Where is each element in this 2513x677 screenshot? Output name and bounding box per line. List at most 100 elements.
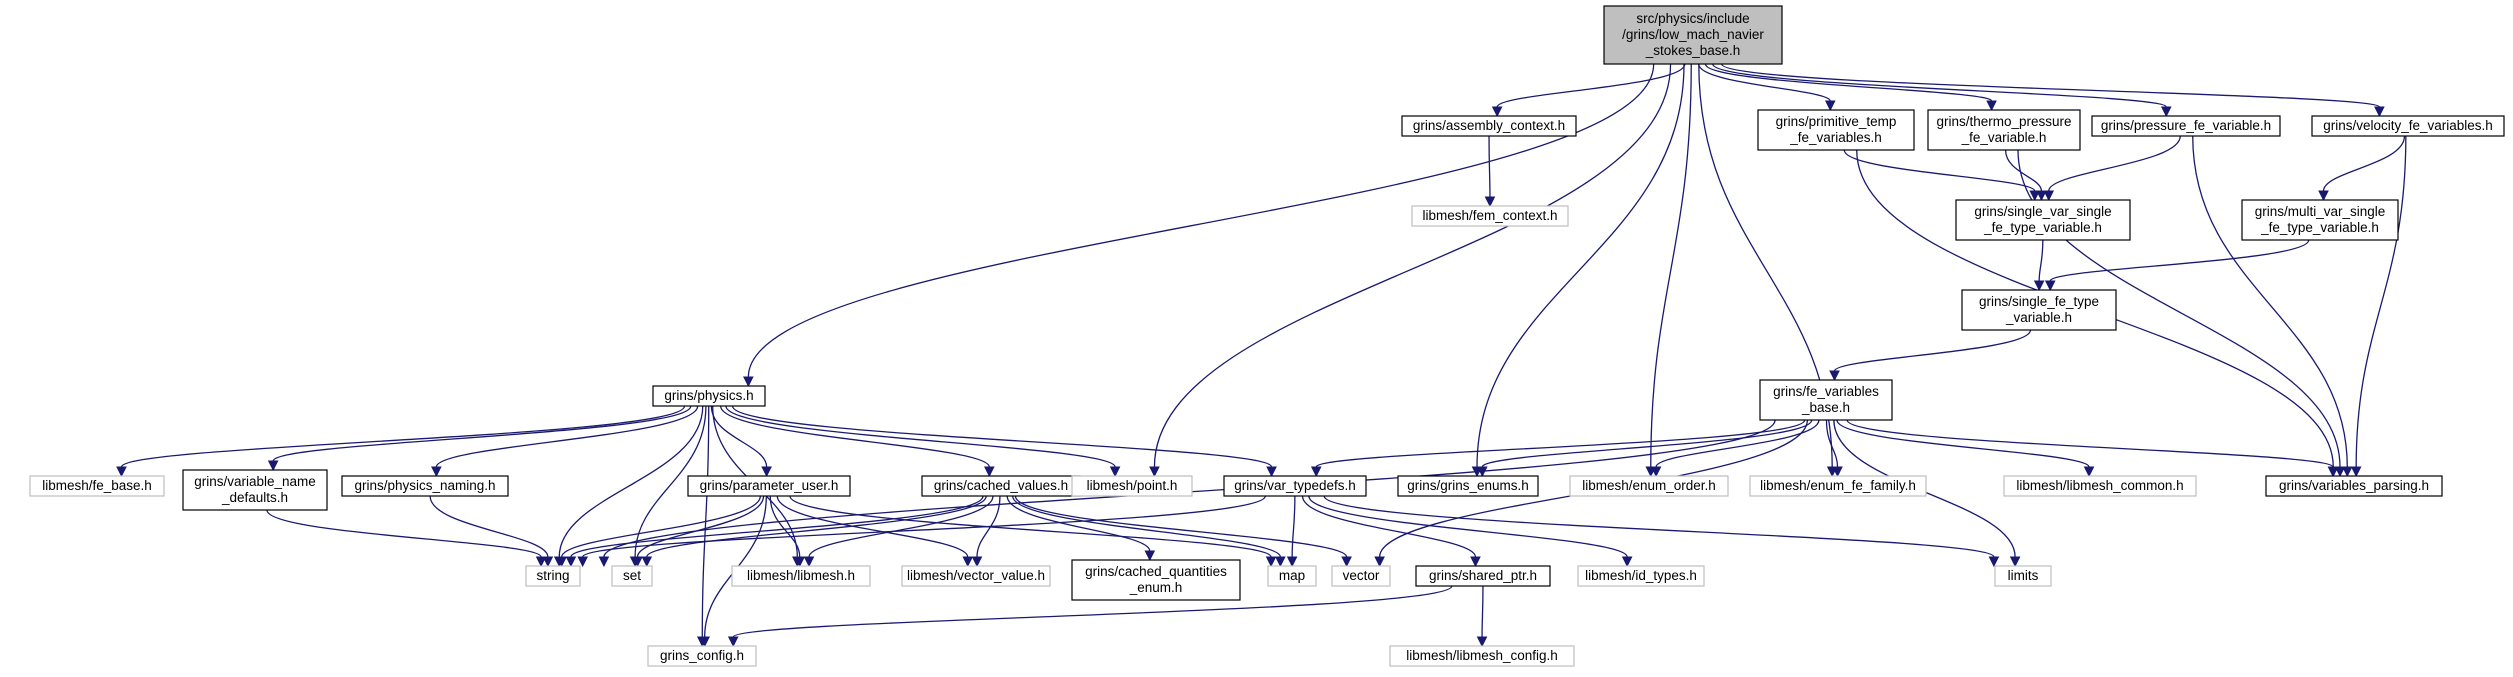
edge-arrowhead bbox=[962, 556, 974, 568]
node-point[interactable]: libmesh/point.h bbox=[1071, 475, 1193, 497]
edge-line bbox=[732, 585, 1453, 638]
edge-physics-to-variable_name_defaults bbox=[267, 405, 692, 472]
node-enum-fe-family[interactable]: libmesh/enum_fe_family.h bbox=[1749, 475, 1927, 497]
edge-arrowhead bbox=[1988, 556, 2000, 568]
edge-line bbox=[636, 495, 765, 558]
node-limits[interactable]: limits bbox=[1994, 565, 2052, 587]
node-var-typedefs[interactable]: grins/var_typedefs.h bbox=[1223, 475, 1367, 497]
edge-arrowhead bbox=[2374, 106, 2385, 118]
node-box bbox=[1389, 645, 1575, 667]
edge-cached_values-to-libmesh_h bbox=[803, 495, 994, 568]
node-id-types[interactable]: libmesh/id_types.h bbox=[1577, 565, 1705, 587]
node-box bbox=[647, 645, 757, 667]
edge-arrowhead bbox=[431, 466, 442, 478]
edge-line bbox=[2038, 239, 2044, 282]
edge-line bbox=[1291, 495, 1296, 558]
edge-fe_variables_base-to-libmesh_common bbox=[1836, 419, 2095, 478]
node-fem-context[interactable]: libmesh/fem_context.h bbox=[1411, 205, 1569, 227]
edge-arrowhead bbox=[2044, 280, 2056, 292]
node-libmesh-h[interactable]: libmesh/libmesh.h bbox=[731, 565, 871, 587]
node-label: libmesh/id_types.h bbox=[1585, 568, 1697, 583]
edge-cached_values-to-vector bbox=[1014, 495, 1352, 568]
edge-multi_var-to-single_fe_type bbox=[2044, 239, 2310, 292]
node-primitive-temp[interactable]: grins/primitive_temp_fe_variables.h bbox=[1757, 109, 1915, 151]
node-label: _enum.h bbox=[1129, 580, 1183, 595]
edge-line bbox=[1315, 419, 1806, 468]
edge-arrowhead bbox=[761, 466, 772, 478]
edge-root-to-physics bbox=[743, 63, 1655, 388]
node-box bbox=[1961, 289, 2117, 331]
edge-shared_ptr-to-grins_config bbox=[727, 585, 1453, 648]
node-root[interactable]: src/physics/include/grins/low_mach_navie… bbox=[1603, 5, 1783, 65]
node-label: libmesh/enum_order.h bbox=[1582, 478, 1716, 493]
node-vector[interactable]: vector bbox=[1331, 565, 1391, 587]
node-cached-values[interactable]: grins/cached_values.h bbox=[921, 475, 1081, 497]
edge-line bbox=[2048, 135, 2181, 192]
node-label: _base.h bbox=[1801, 400, 1850, 415]
node-box bbox=[29, 475, 165, 497]
node-label: grins/multi_var_single bbox=[2255, 204, 2386, 219]
edge-line bbox=[558, 405, 704, 558]
node-libmesh-common[interactable]: libmesh/libmesh_common.h bbox=[2003, 475, 2197, 497]
node-box bbox=[1757, 109, 1915, 151]
edge-line bbox=[1011, 495, 1282, 558]
edge-line bbox=[2192, 135, 2348, 468]
node-fe-base[interactable]: libmesh/fe_base.h bbox=[29, 475, 165, 497]
edge-line bbox=[789, 495, 1272, 558]
edge-arrowhead bbox=[727, 636, 739, 648]
node-box bbox=[1955, 199, 2131, 241]
node-label: map bbox=[1279, 568, 1305, 583]
edge-thermo_pressure-to-single_var bbox=[2004, 149, 2047, 202]
node-parameter-user[interactable]: grins/parameter_user.h bbox=[687, 475, 851, 497]
edge-arrowhead bbox=[1491, 106, 1503, 118]
edge-arrowhead bbox=[1621, 556, 1633, 568]
node-box bbox=[687, 475, 851, 497]
node-string[interactable]: string bbox=[525, 565, 581, 587]
node-variables-parsing[interactable]: grins/variables_parsing.h bbox=[2265, 475, 2443, 497]
edge-arrowhead bbox=[1266, 466, 1277, 478]
edge-arrowhead bbox=[2083, 466, 2095, 478]
node-single-var[interactable]: grins/single_var_single_fe_type_variable… bbox=[1955, 199, 2131, 241]
node-assembly-context[interactable]: grins/assembly_context.h bbox=[1401, 115, 1577, 137]
node-enum-order[interactable]: libmesh/enum_order.h bbox=[1569, 475, 1729, 497]
node-multi-var[interactable]: grins/multi_var_single_fe_type_variable.… bbox=[2241, 199, 2399, 241]
node-libmesh-config[interactable]: libmesh/libmesh_config.h bbox=[1389, 645, 1575, 667]
node-grins-enums[interactable]: grins/grins_enums.h bbox=[1397, 475, 1539, 497]
edges-layer bbox=[116, 63, 2407, 648]
node-shared-ptr[interactable]: grins/shared_ptr.h bbox=[1415, 565, 1551, 587]
edge-arrowhead bbox=[556, 556, 567, 568]
node-variable-name-defaults[interactable]: grins/variable_name_defaults.h bbox=[182, 469, 328, 511]
edge-line bbox=[570, 495, 984, 558]
edge-line bbox=[429, 495, 549, 558]
node-velocity-fe[interactable]: grins/velocity_fe_variables.h bbox=[2311, 115, 2505, 137]
node-cached-quantities-enum[interactable]: grins/cached_quantities_enum.h bbox=[1071, 559, 1241, 601]
edge-arrowhead bbox=[1149, 466, 1160, 478]
edge-line bbox=[1825, 419, 1839, 468]
node-vector-value[interactable]: libmesh/vector_value.h bbox=[901, 565, 1051, 587]
node-pressure-fe[interactable]: grins/pressure_fe_variable.h bbox=[2091, 115, 2281, 137]
node-set[interactable]: set bbox=[611, 565, 653, 587]
edge-cached_values-to-map bbox=[1011, 495, 1286, 568]
node-box bbox=[2003, 475, 2197, 497]
edge-line bbox=[1014, 495, 1348, 558]
node-label: grins/variable_name bbox=[194, 474, 316, 489]
node-label: _fe_variables.h bbox=[1789, 130, 1882, 145]
node-physics-naming[interactable]: grins/physics_naming.h bbox=[341, 475, 509, 497]
edge-arrowhead bbox=[971, 556, 983, 568]
node-single-fe-type[interactable]: grins/single_fe_type_variable.h bbox=[1961, 289, 2117, 331]
node-label: vector bbox=[1343, 568, 1380, 583]
edge-root-to-enum_order bbox=[1645, 63, 1692, 478]
edge-arrowhead bbox=[632, 556, 643, 568]
edge-root-to-primitive_temp bbox=[1698, 63, 1836, 112]
node-box bbox=[2241, 199, 2399, 241]
node-label: grins/shared_ptr.h bbox=[1429, 568, 1537, 583]
node-map[interactable]: map bbox=[1267, 565, 1317, 587]
node-grins-config[interactable]: grins_config.h bbox=[647, 645, 757, 667]
node-thermo-pressure[interactable]: grins/thermo_pressure_fe_variable.h bbox=[1927, 109, 2081, 151]
node-fe-variables-base[interactable]: grins/fe_variables_base.h bbox=[1759, 379, 1893, 421]
edge-line bbox=[2322, 135, 2406, 192]
edge-arrowhead bbox=[2043, 190, 2055, 202]
node-physics[interactable]: grins/physics.h bbox=[652, 385, 766, 407]
edge-arrowhead bbox=[2334, 466, 2346, 478]
edge-fe_variables_base-to-enum_fe_family bbox=[1825, 419, 1843, 478]
